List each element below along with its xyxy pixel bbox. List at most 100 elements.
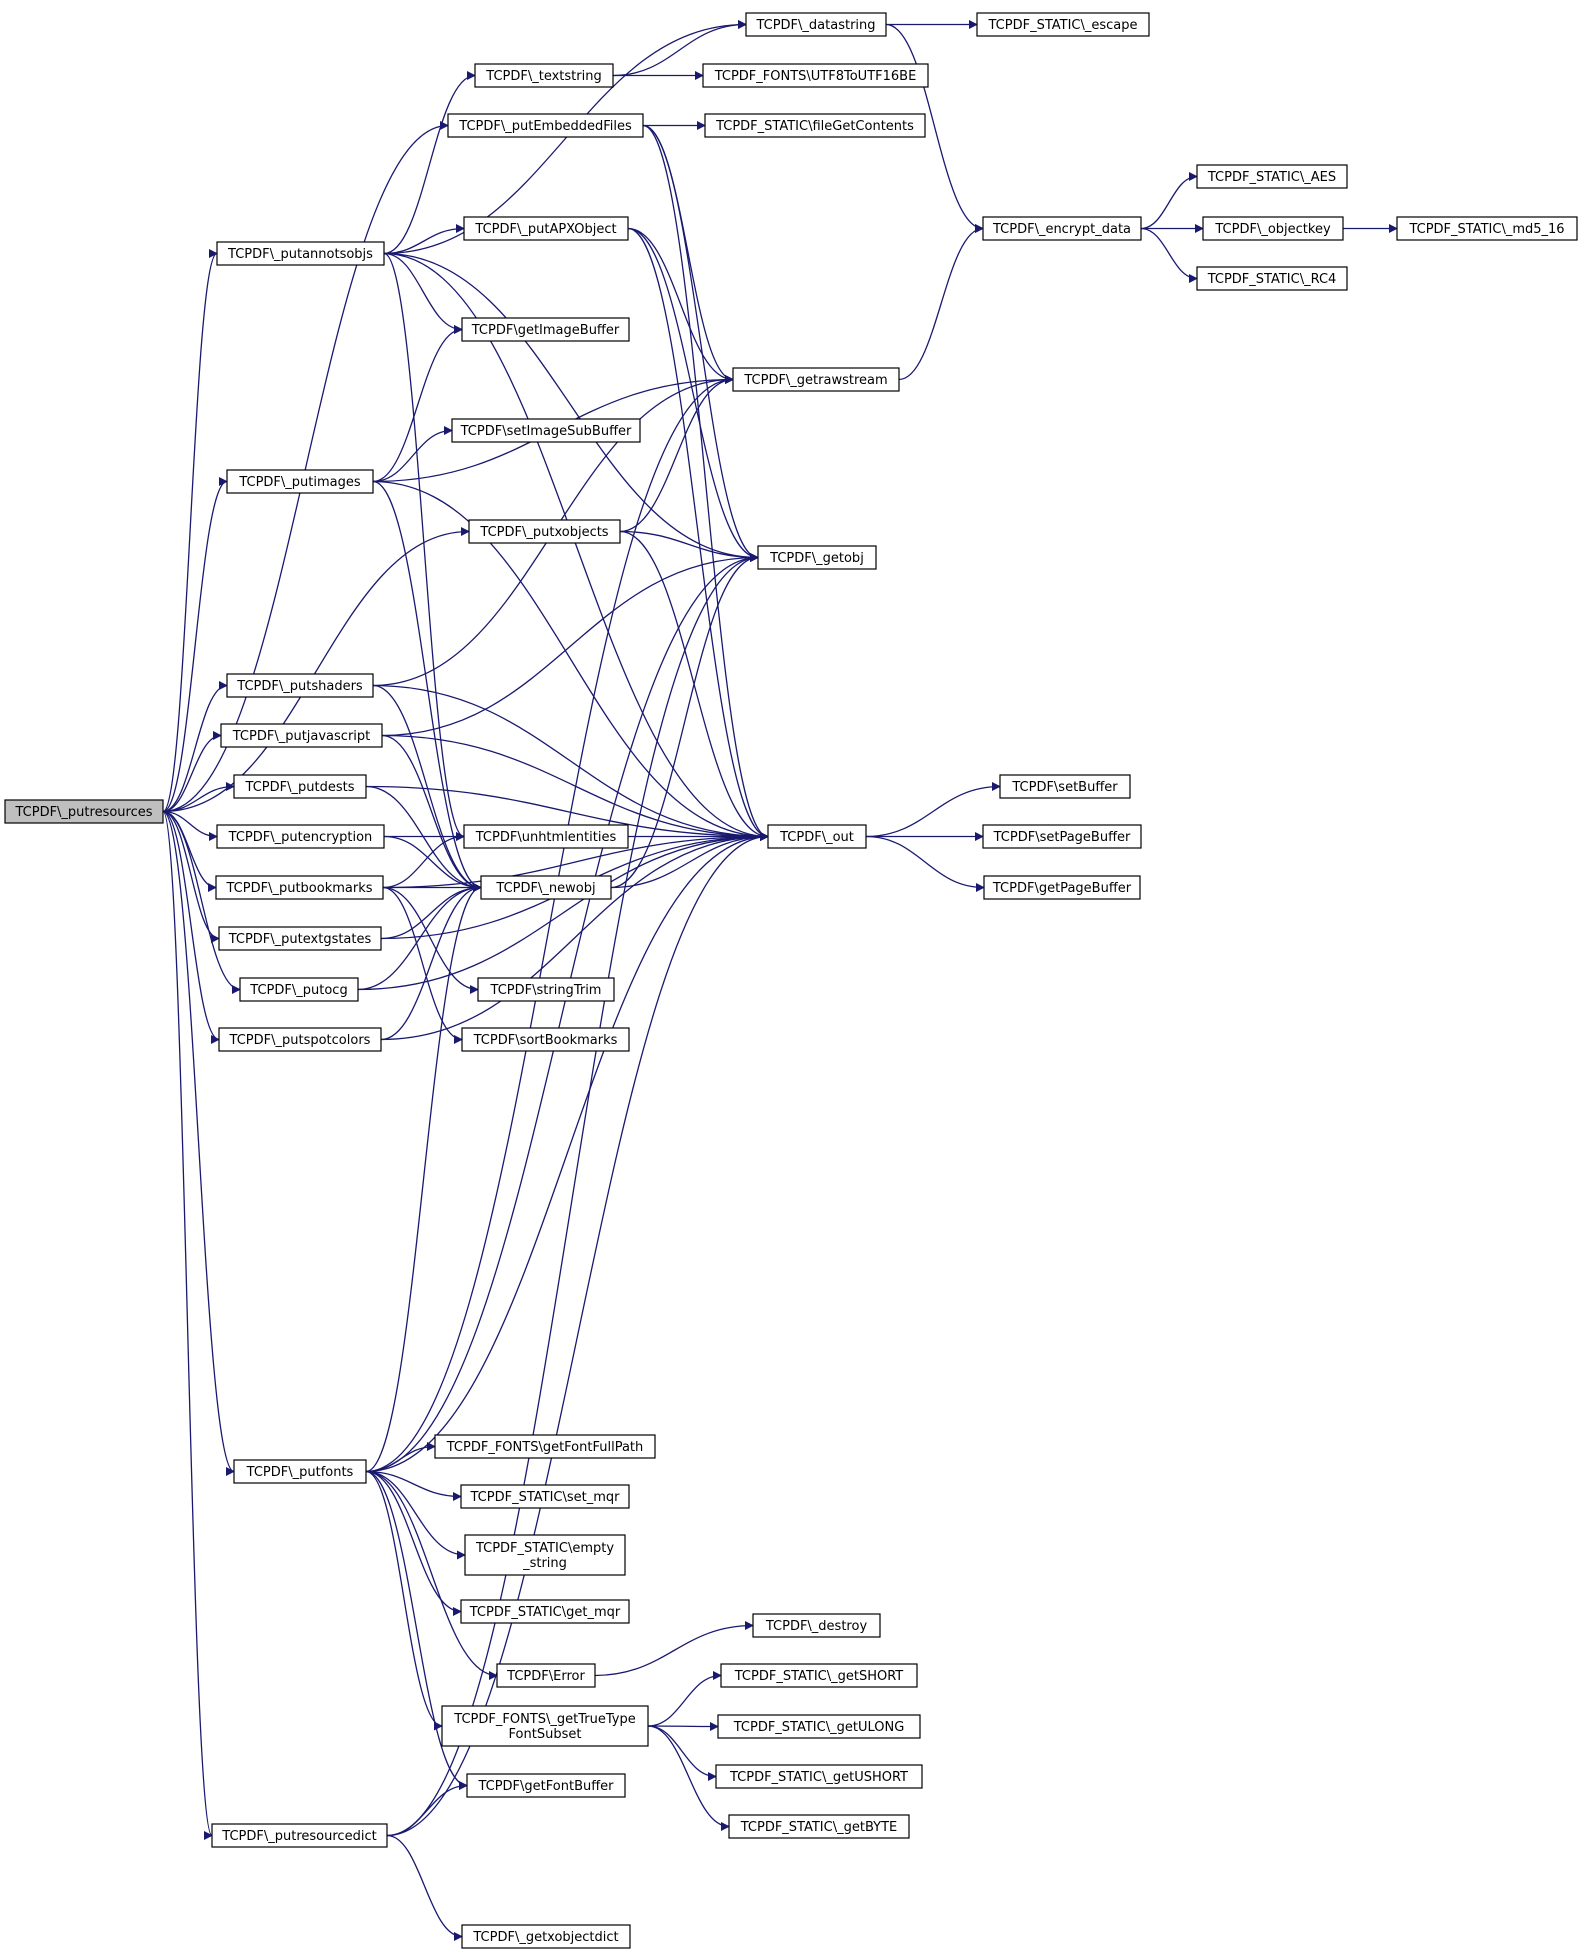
node-box bbox=[441, 1705, 649, 1747]
node-label: TCPDF\_out bbox=[779, 830, 854, 845]
node-filegetcontents[interactable]: TCPDF_STATIC\fileGetContents bbox=[704, 113, 926, 138]
node-getfontbuffer[interactable]: TCPDF\getFontBuffer bbox=[466, 1773, 626, 1798]
edge-putresourcedict-to-getxobjectdict bbox=[386, 1834, 463, 1941]
node-setmqr[interactable]: TCPDF_STATIC\set_mqr bbox=[460, 1484, 630, 1509]
node-putxobjects[interactable]: TCPDF\_putxobjects bbox=[468, 519, 621, 544]
node-label: TCPDF\_putxobjects bbox=[479, 525, 608, 540]
node-putspot[interactable]: TCPDF\_putspotcolors bbox=[218, 1027, 382, 1052]
node-box bbox=[767, 824, 867, 849]
edge-putannotsobjs-to-out bbox=[383, 252, 769, 841]
node-unhtml[interactable]: TCPDF\unhtmlentities bbox=[463, 824, 629, 849]
node-setbuffer[interactable]: TCPDF\setBuffer bbox=[999, 774, 1131, 799]
node-putimages[interactable]: TCPDF\_putimages bbox=[226, 469, 374, 494]
node-label: TCPDF\Error bbox=[506, 1669, 585, 1684]
node-aes[interactable]: TCPDF_STATIC\_AES bbox=[1196, 164, 1348, 189]
node-label: TCPDF\_putspotcolors bbox=[229, 1033, 371, 1048]
node-putembedded[interactable]: TCPDF\_putEmbeddedFiles bbox=[447, 113, 644, 138]
node-label: TCPDF\_putresourcedict bbox=[221, 1829, 376, 1844]
edge-putannotsobjs-to-textstring bbox=[383, 71, 476, 255]
node-putencryption[interactable]: TCPDF\_putencryption bbox=[216, 824, 385, 849]
node-getshort[interactable]: TCPDF_STATIC\_getSHORT bbox=[720, 1663, 918, 1688]
node-textstring[interactable]: TCPDF\_textstring bbox=[474, 63, 614, 88]
node-rc4[interactable]: TCPDF_STATIC\_RC4 bbox=[1196, 266, 1348, 291]
edge-putresources-to-putspot bbox=[162, 810, 220, 1044]
node-label: TCPDF\_textstring bbox=[485, 69, 601, 84]
edge-putshaders-to-out bbox=[372, 684, 769, 841]
node-destroy[interactable]: TCPDF\_destroy bbox=[752, 1613, 881, 1638]
node-putresources[interactable]: TCPDF\_putresources bbox=[4, 799, 164, 824]
edge-out-to-setbuffer bbox=[865, 782, 1001, 838]
edge-putbookmarks-to-out bbox=[382, 832, 769, 889]
node-getmqr[interactable]: TCPDF_STATIC\get_mqr bbox=[460, 1599, 630, 1624]
node-box bbox=[218, 926, 382, 951]
node-encrypt[interactable]: TCPDF\_encrypt_data bbox=[982, 216, 1142, 241]
node-box bbox=[461, 1027, 630, 1052]
node-box bbox=[233, 1459, 367, 1484]
node-box bbox=[1196, 266, 1348, 291]
node-putshaders[interactable]: TCPDF\_putshaders bbox=[226, 673, 374, 698]
node-setpagebuffer[interactable]: TCPDF\setPageBuffer bbox=[982, 824, 1142, 849]
node-box bbox=[461, 1924, 631, 1949]
node-putresourcedict[interactable]: TCPDF\_putresourcedict bbox=[211, 1823, 388, 1848]
edge-putimages-to-out bbox=[372, 480, 769, 841]
node-box bbox=[226, 469, 374, 494]
node-getpagebuffer[interactable]: TCPDF\getPageBuffer bbox=[983, 875, 1141, 900]
node-box bbox=[468, 519, 621, 544]
edge-putjavascript-to-getobj bbox=[381, 553, 759, 737]
node-stringtrim[interactable]: TCPDF\stringTrim bbox=[477, 977, 615, 1002]
node-label: TCPDF_STATIC\empty bbox=[475, 1541, 614, 1556]
edge-putannotsobjs-to-unhtml bbox=[383, 252, 465, 841]
node-label: TCPDF\setBuffer bbox=[1011, 780, 1118, 795]
node-putextg[interactable]: TCPDF\_putextgstates bbox=[218, 926, 382, 951]
node-label: TCPDF\_putdests bbox=[245, 780, 355, 795]
node-getxobjectdict[interactable]: TCPDF\_getxobjectdict bbox=[461, 1924, 631, 1949]
edge-putdests-to-out bbox=[365, 785, 769, 841]
node-md5[interactable]: TCPDF_STATIC\_md5_16 bbox=[1396, 216, 1578, 241]
node-error[interactable]: TCPDF\Error bbox=[496, 1663, 596, 1688]
node-escape[interactable]: TCPDF_STATIC\_escape bbox=[976, 12, 1150, 37]
node-out[interactable]: TCPDF\_out bbox=[767, 824, 867, 849]
node-label: TCPDF\_encrypt_data bbox=[992, 222, 1131, 237]
node-label: TCPDF_STATIC\_md5_16 bbox=[1408, 222, 1564, 237]
edge-putjavascript-to-out bbox=[381, 734, 769, 841]
node-box bbox=[464, 1534, 626, 1576]
node-putbookmarks[interactable]: TCPDF\_putbookmarks bbox=[215, 875, 384, 900]
node-putocg[interactable]: TCPDF\_putocg bbox=[239, 977, 359, 1002]
node-objectkey[interactable]: TCPDF\_objectkey bbox=[1202, 216, 1344, 241]
node-getushort[interactable]: TCPDF_STATIC\_getUSHORT bbox=[715, 1764, 923, 1789]
edge-putresources-to-putdests bbox=[162, 782, 235, 813]
node-putfonts[interactable]: TCPDF\_putfonts bbox=[233, 1459, 367, 1484]
node-putdests[interactable]: TCPDF\_putdests bbox=[233, 774, 367, 799]
node-emptystring[interactable]: TCPDF_STATIC\empty_string bbox=[464, 1534, 626, 1576]
node-putjavascript[interactable]: TCPDF\_putjavascript bbox=[220, 723, 383, 748]
node-box bbox=[239, 977, 359, 1002]
edge-getrawstream-to-encrypt bbox=[898, 224, 984, 381]
node-box bbox=[216, 824, 385, 849]
edge-putimages-to-getimagebuffer bbox=[372, 325, 463, 483]
node-box bbox=[745, 12, 887, 37]
node-getrawstream[interactable]: TCPDF\_getrawstream bbox=[732, 367, 900, 392]
node-setimagesubbuffer[interactable]: TCPDF\setImageSubBuffer bbox=[451, 418, 641, 443]
node-box bbox=[1196, 164, 1348, 189]
node-getfontfullpath[interactable]: TCPDF_FONTS\getFontFullPath bbox=[434, 1434, 656, 1459]
node-utf8[interactable]: TCPDF_FONTS\UTF8ToUTF16BE bbox=[702, 63, 929, 88]
edge-putencryption-to-newobj bbox=[383, 835, 482, 892]
node-getimagebuffer[interactable]: TCPDF\getImageBuffer bbox=[461, 317, 630, 342]
edge-putresources-to-putjavascript bbox=[162, 731, 222, 813]
node-getobj[interactable]: TCPDF\_getobj bbox=[757, 545, 877, 570]
node-box bbox=[447, 113, 644, 138]
node-newobj[interactable]: TCPDF\_newobj bbox=[480, 875, 612, 900]
node-datastring[interactable]: TCPDF\_datastring bbox=[745, 12, 887, 37]
edge-putbookmarks-to-sortbookmarks bbox=[382, 886, 463, 1044]
node-getulong[interactable]: TCPDF_STATIC\_getULONG bbox=[717, 1714, 921, 1739]
node-label: TCPDF_STATIC\_AES bbox=[1207, 170, 1336, 185]
node-label: TCPDF\getFontBuffer bbox=[477, 1779, 614, 1794]
node-sortbookmarks[interactable]: TCPDF\sortBookmarks bbox=[461, 1027, 630, 1052]
node-putannotsobjs[interactable]: TCPDF\_putannotsobjs bbox=[216, 241, 385, 266]
node-label: TCPDF\_putAPXObject bbox=[474, 222, 616, 237]
node-label: TCPDF_STATIC\get_mqr bbox=[469, 1605, 621, 1620]
node-getbyte[interactable]: TCPDF_STATIC\_getBYTE bbox=[728, 1814, 910, 1839]
node-putapx[interactable]: TCPDF\_putAPXObject bbox=[463, 216, 629, 241]
